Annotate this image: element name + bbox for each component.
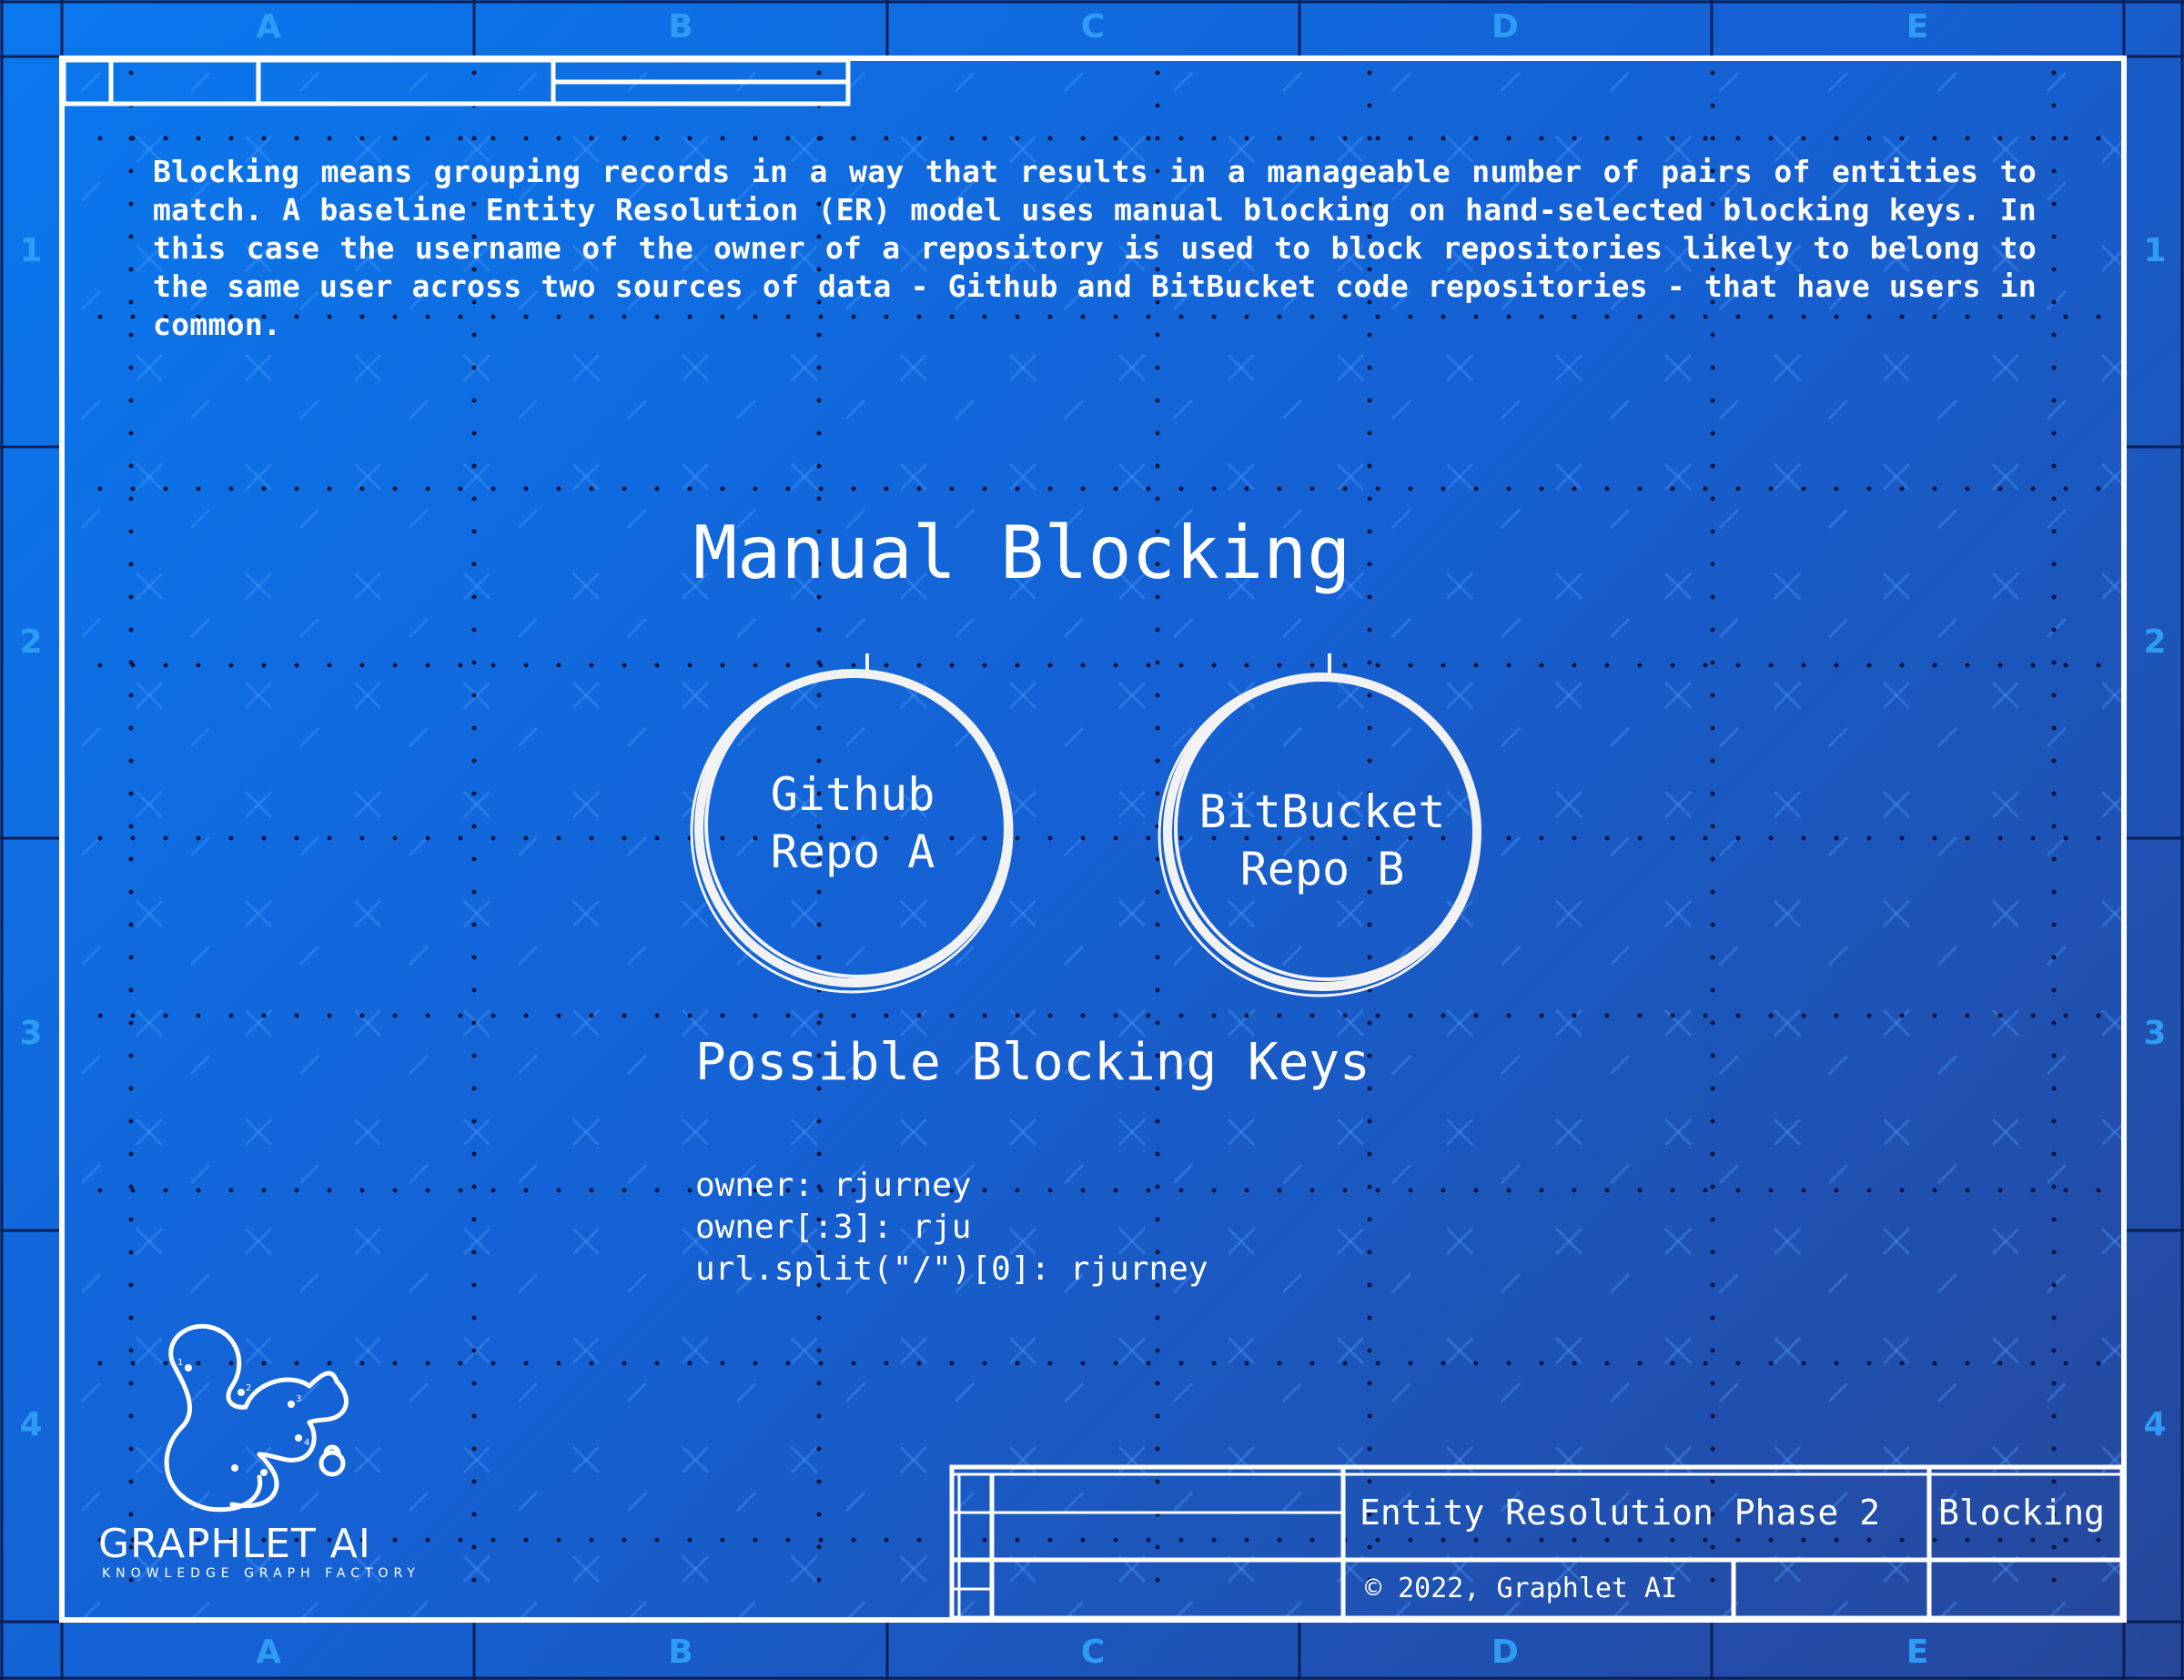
grid-column-label: A bbox=[256, 1634, 281, 1671]
svg-text:4: 4 bbox=[304, 1438, 309, 1448]
grid-row-label: 1 bbox=[19, 232, 43, 269]
bitbucket-node-line2: Repo B bbox=[1239, 843, 1405, 896]
svg-text:1: 1 bbox=[177, 1358, 183, 1368]
bitbucket-node-circle bbox=[1158, 653, 1481, 997]
grid-column-label: D bbox=[1491, 8, 1519, 46]
key-item: owner[:3]: rju bbox=[695, 1209, 972, 1246]
svg-text:5: 5 bbox=[257, 1474, 262, 1484]
keys-list: owner: rjurney owner[:3]: rju url.split(… bbox=[695, 1165, 1208, 1290]
grid-column-label: C bbox=[1080, 8, 1106, 46]
grid-row-label: 2 bbox=[2143, 623, 2167, 661]
title-block-section: Blocking bbox=[1938, 1493, 2106, 1533]
keys-heading: Possible Blocking Keys bbox=[695, 1033, 1370, 1092]
svg-text:3: 3 bbox=[296, 1394, 301, 1404]
github-node-line2: Repo A bbox=[770, 825, 935, 878]
grid-column-label: C bbox=[1080, 1634, 1106, 1671]
grid-row-label: 3 bbox=[2143, 1015, 2167, 1052]
bitbucket-node-label: BitBucket Repo B bbox=[1158, 784, 1486, 898]
logo-tagline: KNOWLEDGE GRAPH FACTORY bbox=[102, 1566, 420, 1581]
grid-column-label: E bbox=[1906, 1634, 1929, 1671]
grid-column-label: B bbox=[668, 8, 693, 46]
grid-row-label: 4 bbox=[19, 1406, 43, 1443]
title-block-copyright: © 2022, Graphlet AI bbox=[1365, 1573, 1678, 1604]
logo-name: GRAPHLET AI bbox=[98, 1521, 371, 1567]
grid-column-label: B bbox=[668, 1634, 693, 1671]
github-node-circle bbox=[690, 653, 1014, 994]
svg-text:2: 2 bbox=[246, 1383, 251, 1393]
key-item: owner: rjurney bbox=[695, 1167, 972, 1204]
github-node-label: Github Repo A bbox=[689, 766, 1016, 881]
grid-row-label: 2 bbox=[19, 623, 43, 661]
github-node-line1: Github bbox=[770, 768, 935, 821]
grid-row-label: 1 bbox=[2143, 232, 2167, 269]
grid-row-label: 4 bbox=[2143, 1406, 2167, 1443]
bitbucket-node-line1: BitBucket bbox=[1198, 785, 1446, 838]
grid-column-label: E bbox=[1906, 8, 1929, 46]
grid-column-label: A bbox=[256, 8, 281, 46]
squirrel-graph-icon: 1 2 3 4 5 bbox=[164, 1323, 349, 1513]
grid-column-label: D bbox=[1491, 1634, 1519, 1671]
grid-row-label: 3 bbox=[19, 1015, 43, 1052]
intro-paragraph: Blocking means grouping records in a way… bbox=[153, 154, 2037, 342]
title-block-project: Entity Resolution Phase 2 bbox=[1360, 1493, 1880, 1533]
diagram-title: Manual Blocking bbox=[693, 511, 1351, 595]
key-item: url.split("/")[0]: rjurney bbox=[695, 1250, 1208, 1288]
